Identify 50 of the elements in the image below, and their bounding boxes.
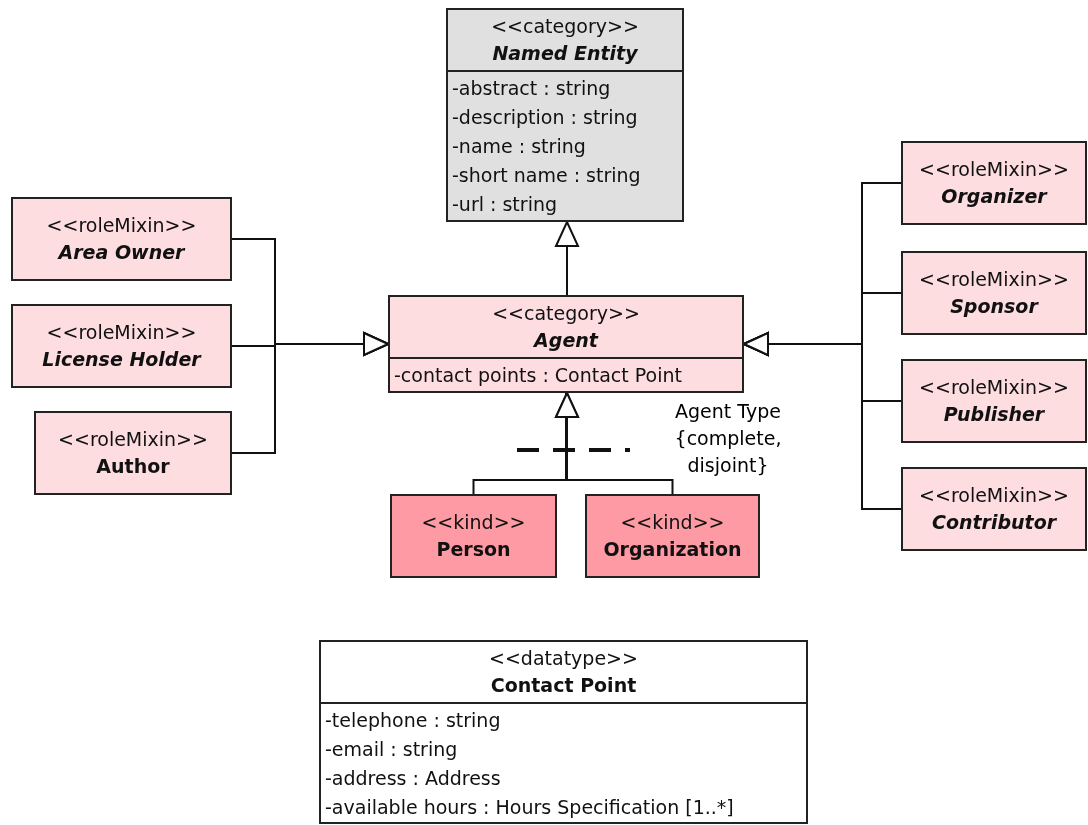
stereotype-label: <<kind>>	[620, 510, 725, 535]
stereotype-label: <<roleMixin>>	[46, 213, 197, 238]
attribute-text: -abstract : string	[452, 76, 612, 101]
class-name: Contact Point	[490, 673, 637, 698]
class-name: Named Entity	[492, 41, 638, 66]
class-name: Person	[436, 537, 511, 562]
class-name: Sponsor	[950, 294, 1038, 319]
class-name: Agent	[534, 328, 598, 353]
generalization-arrow	[743, 332, 902, 510]
class-box	[901, 467, 1087, 551]
stereotype-label: <<category>>	[491, 14, 639, 39]
stereotype-label: <<kind>>	[421, 510, 526, 535]
stereotype-label: <<roleMixin>>	[46, 320, 197, 345]
class-box	[901, 141, 1087, 225]
stereotype-label: <<roleMixin>>	[58, 427, 208, 452]
attribute-text: -contact points : Contact Point	[394, 363, 683, 388]
generalization-set-label: Agent Type {complete, disjoint}	[673, 399, 783, 478]
class-box	[34, 411, 232, 495]
class-box	[11, 304, 232, 388]
stereotype-label: <<roleMixin>>	[919, 267, 1069, 292]
attribute-text: -short name : string	[452, 163, 642, 188]
class-name: Publisher	[943, 402, 1045, 427]
attribute-text: -name : string	[452, 134, 587, 159]
attribute-text: -available hours : Hours Specification [1..*]	[325, 795, 735, 820]
stereotype-label: <<roleMixin>>	[919, 483, 1069, 508]
class-box	[388, 295, 744, 393]
stereotype-label: <<roleMixin>>	[919, 375, 1069, 400]
attribute-text: -address : Address	[325, 766, 502, 791]
generalization-arrow	[555, 392, 674, 495]
generalization-arrow	[231, 332, 389, 454]
stereotype-label: <<roleMixin>>	[919, 157, 1069, 182]
class-box	[319, 640, 808, 824]
attribute-text: -description : string	[452, 105, 639, 130]
stereotype-label: <<datatype>>	[489, 646, 638, 671]
attribute-text: -telephone : string	[325, 708, 502, 733]
attribute-text: -email : string	[325, 737, 459, 762]
class-box	[585, 494, 760, 578]
class-name: Organization	[603, 537, 742, 562]
class-box	[11, 197, 232, 281]
class-box	[901, 359, 1087, 443]
class-name: Area Owner	[58, 240, 185, 265]
class-name: Organizer	[941, 184, 1047, 209]
attribute-text: -url : string	[452, 192, 558, 217]
class-box	[446, 8, 684, 222]
class-box	[901, 251, 1087, 335]
class-name: Contributor	[931, 510, 1057, 535]
class-box	[390, 494, 557, 578]
stereotype-label: <<category>>	[492, 301, 640, 326]
class-name: License Holder	[42, 347, 201, 372]
class-name: Author	[96, 454, 170, 479]
